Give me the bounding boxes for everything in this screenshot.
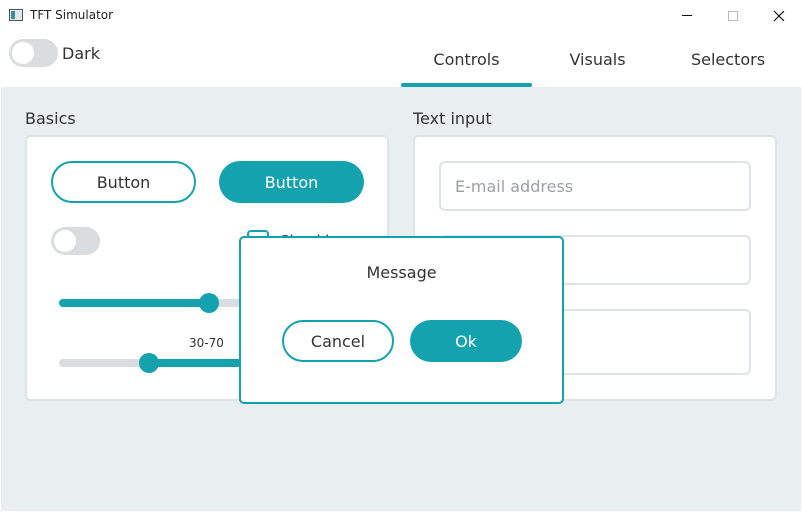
email-field[interactable]: E-mail address: [439, 161, 751, 211]
cancel-button[interactable]: Cancel: [282, 320, 394, 362]
switch-knob: [54, 230, 76, 252]
minimize-icon: [682, 15, 692, 16]
basics-switch[interactable]: [51, 227, 100, 255]
basics-title: Basics: [25, 109, 76, 128]
outline-button[interactable]: Button: [51, 161, 196, 203]
email-placeholder: E-mail address: [455, 177, 574, 196]
switch-knob: [12, 42, 34, 64]
app-header: Dark Controls Visuals Selectors: [0, 31, 802, 87]
range-fill: [149, 359, 269, 367]
active-tab-indicator: [401, 83, 532, 87]
tab-controls[interactable]: Controls: [433, 49, 500, 69]
dark-mode-switch[interactable]: [9, 39, 58, 67]
dark-mode-label: Dark: [62, 44, 100, 63]
ok-button[interactable]: Ok: [410, 320, 522, 362]
text-input-title: Text input: [413, 109, 492, 128]
maximize-button[interactable]: [710, 0, 756, 31]
maximize-icon: [728, 10, 738, 21]
filled-button[interactable]: Button: [219, 161, 364, 203]
dialog-title: Message: [366, 263, 437, 282]
tab-selectors[interactable]: Selectors: [690, 49, 766, 69]
range-low-knob[interactable]: [139, 353, 159, 373]
tab-visuals[interactable]: Visuals: [569, 49, 626, 69]
slider-fill: [59, 299, 209, 307]
window-titlebar: TFT Simulator: [0, 0, 802, 31]
slider-knob[interactable]: [199, 293, 219, 313]
app-icon: [9, 9, 23, 21]
close-button[interactable]: [756, 0, 802, 31]
window-title: TFT Simulator: [30, 8, 114, 22]
minimize-button[interactable]: [664, 0, 710, 31]
message-dialog: Message Cancel Ok: [239, 236, 564, 404]
range-value-label: 30-70: [189, 336, 224, 350]
close-icon: [773, 10, 785, 21]
